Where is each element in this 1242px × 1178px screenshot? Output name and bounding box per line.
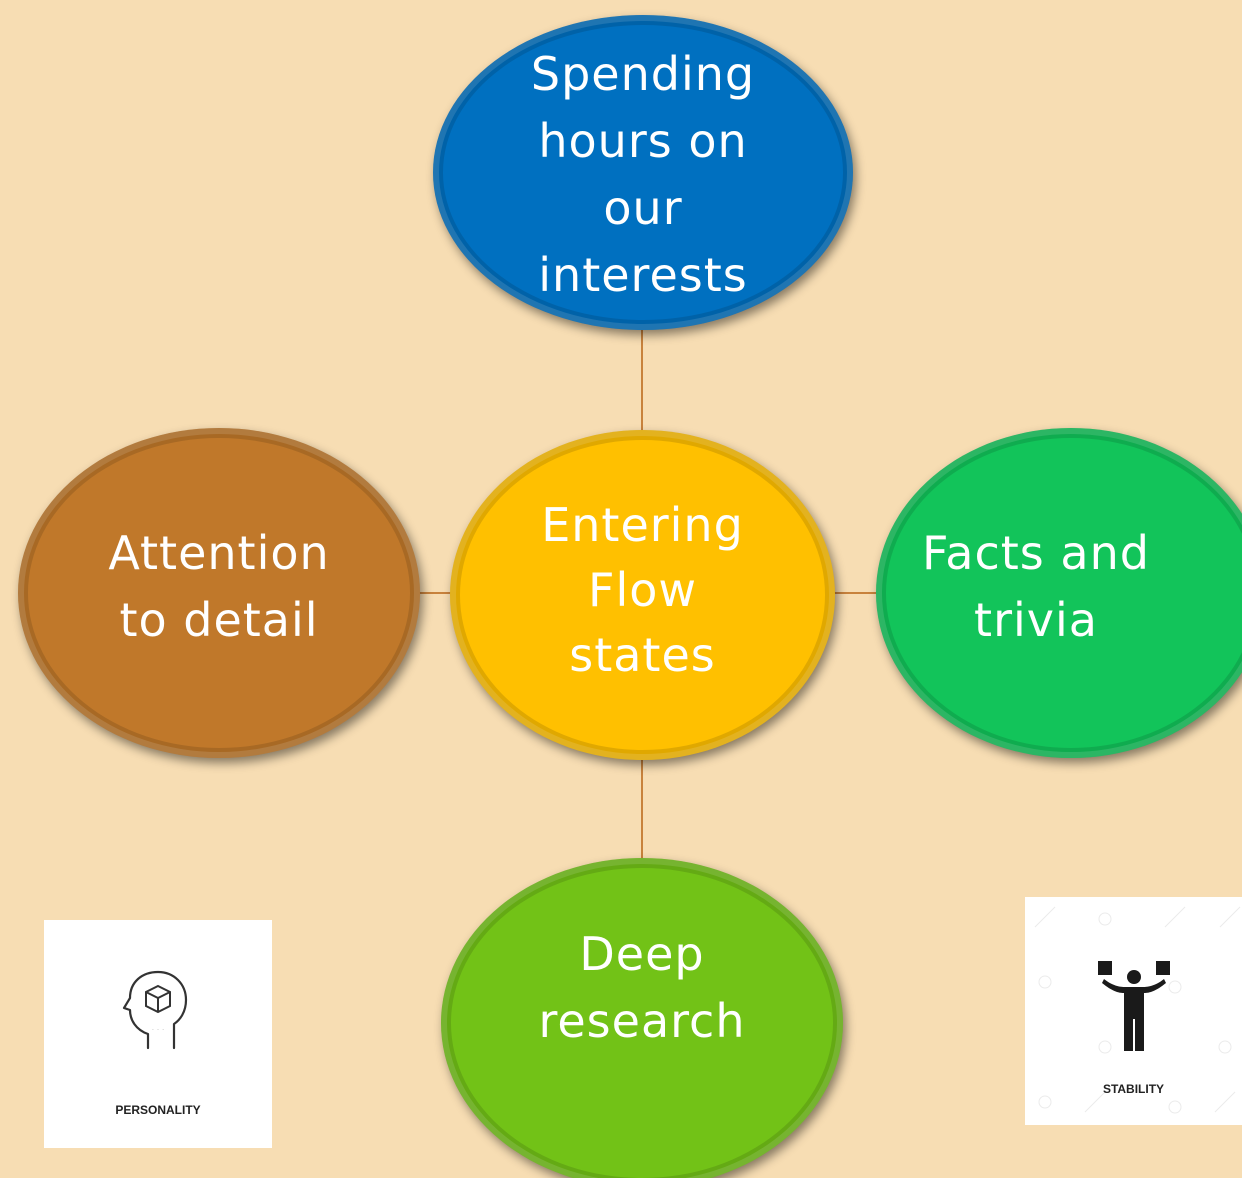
center-node-label: Entering Flow states <box>541 497 744 682</box>
left-node-label: Attention to detail <box>108 526 330 647</box>
top-node-label: Spending hours on our interests <box>530 46 756 302</box>
personality-label: PERSONALITY <box>115 1103 201 1117</box>
stability-image: STABILITY <box>1025 897 1242 1125</box>
connector-left <box>410 592 458 594</box>
stability-label: STABILITY <box>1102 1082 1165 1096</box>
head-with-cube-icon: . . . <box>122 970 188 1050</box>
watermark-pattern <box>1034 906 1241 1114</box>
bottom-node-label: Deep research <box>538 927 746 1048</box>
center-node: Entering Flow states <box>450 430 835 760</box>
right-node-label: Facts and trivia <box>922 526 1150 647</box>
right-node: Facts and trivia <box>876 428 1242 758</box>
top-node: Spending hours on our interests <box>433 15 853 330</box>
connector-top <box>641 320 643 450</box>
left-node: Attention to detail <box>18 428 420 758</box>
connector-right <box>830 592 885 594</box>
bottom-node: Deep research <box>441 858 843 1178</box>
svg-text:. . .: . . . <box>152 1023 165 1032</box>
connector-bottom <box>641 750 643 865</box>
personality-image: . . . PERSONALITY <box>44 920 272 1148</box>
balancing-person-icon <box>1098 961 1170 1051</box>
